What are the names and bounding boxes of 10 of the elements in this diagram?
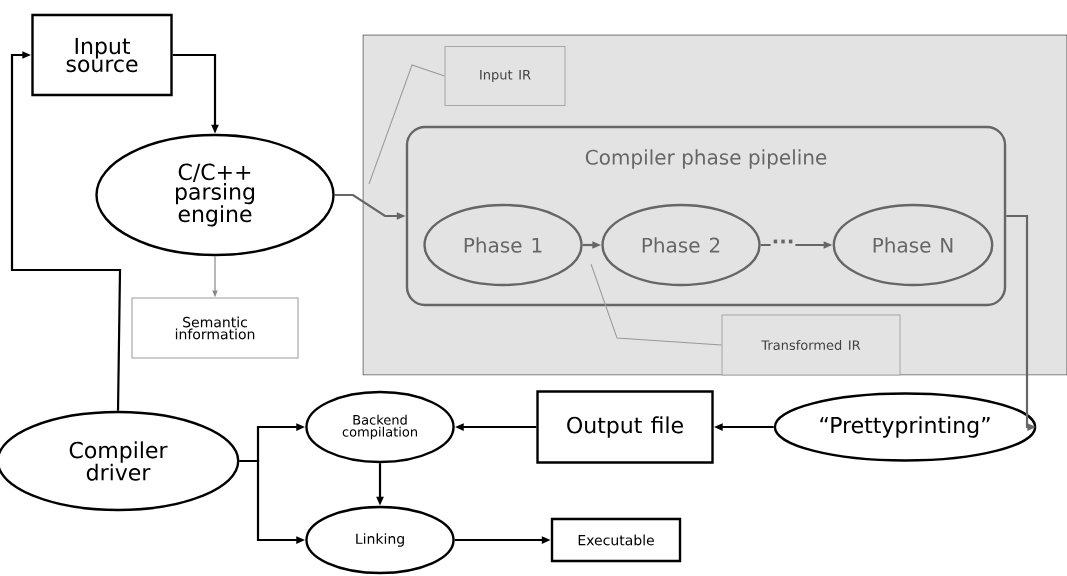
leader-line [590, 263, 722, 346]
annotation-box: Transformed IR [721, 314, 901, 376]
leader-line [368, 64, 445, 185]
annotation-box: Input IR [444, 46, 566, 106]
output-box: Executable [550, 517, 682, 563]
arrow [10, 51, 122, 411]
edge-label: ··· [770, 238, 796, 250]
process-box: Input source [31, 13, 173, 97]
output-box: Semantic information [131, 297, 299, 359]
process-box: Output file [536, 390, 714, 464]
